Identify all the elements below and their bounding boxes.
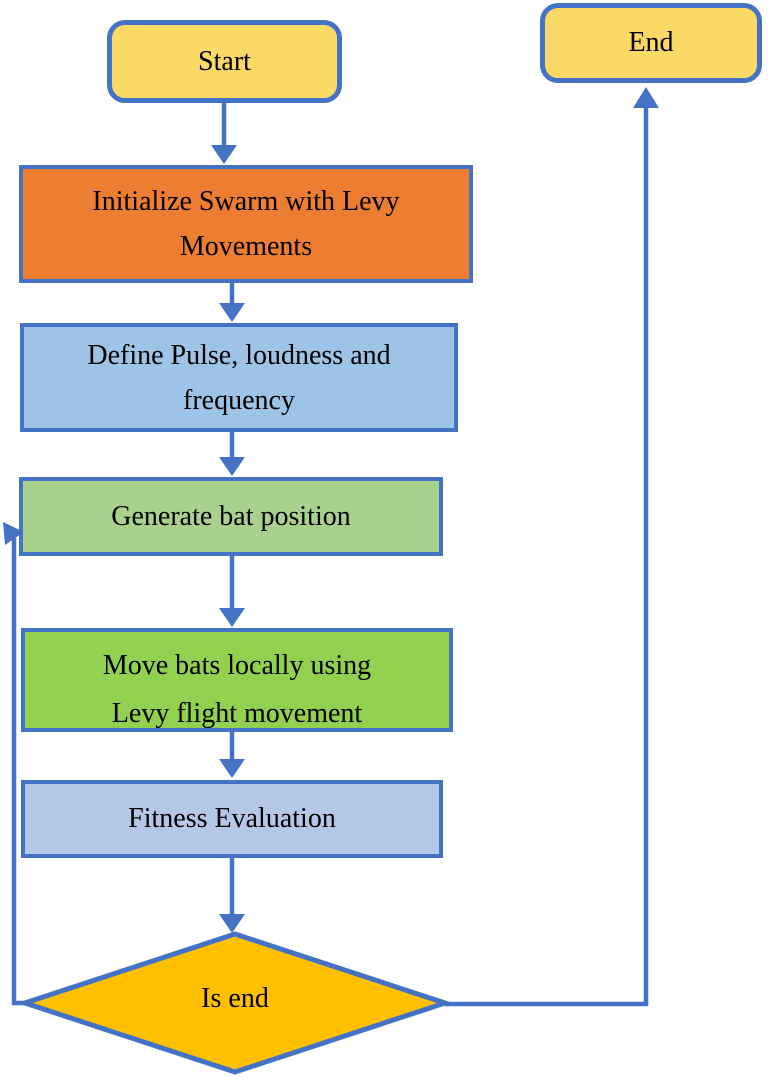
node-fitness-evaluation-label: Fitness Evaluation	[128, 803, 336, 834]
arrow-generate-move-head	[219, 608, 245, 627]
decision-diamond	[16, 931, 454, 1075]
node-is-end-label: Is end	[201, 983, 269, 1014]
node-start: Start	[107, 20, 342, 103]
node-define-pulse: Define Pulse, loudness and frequency	[20, 323, 458, 432]
node-move-bats-line1: Move bats locally using	[102, 650, 372, 681]
node-end: End	[540, 3, 762, 83]
node-start-label: Start	[198, 45, 251, 77]
node-define-pulse-line1: Define Pulse, loudness and	[87, 339, 391, 371]
node-move-bats: Move bats locally using Levy flight move…	[21, 628, 453, 732]
arrow-initialize-define-head	[219, 303, 245, 322]
arrow-start-initialize-head	[211, 145, 237, 164]
node-initialize-swarm-line2: Movements	[179, 231, 313, 262]
node-define-pulse-line2: frequency	[183, 384, 295, 416]
arrow-decision-end-head	[633, 87, 659, 108]
node-generate-bat-position: Generate bat position	[19, 477, 443, 556]
node-end-label: End	[628, 27, 674, 58]
arrow-decision-generate-head	[3, 522, 24, 545]
node-initialize-swarm: Initialize Swarm with Levy Movements	[19, 165, 473, 283]
node-generate-bat-position-label: Generate bat position	[111, 500, 351, 532]
node-fitness-evaluation: Fitness Evaluation	[21, 780, 443, 858]
arrow-decision-end-line	[445, 104, 649, 1007]
node-move-bats-line2: Levy flight movement	[111, 698, 363, 729]
node-initialize-swarm-line1: Initialize Swarm with Levy	[92, 186, 400, 217]
arrow-fitness-decision-head	[219, 914, 245, 933]
arrow-define-generate-head	[219, 457, 245, 476]
arrow-decision-generate-line	[11, 538, 25, 1006]
arrow-move-fitness-head	[219, 759, 245, 778]
